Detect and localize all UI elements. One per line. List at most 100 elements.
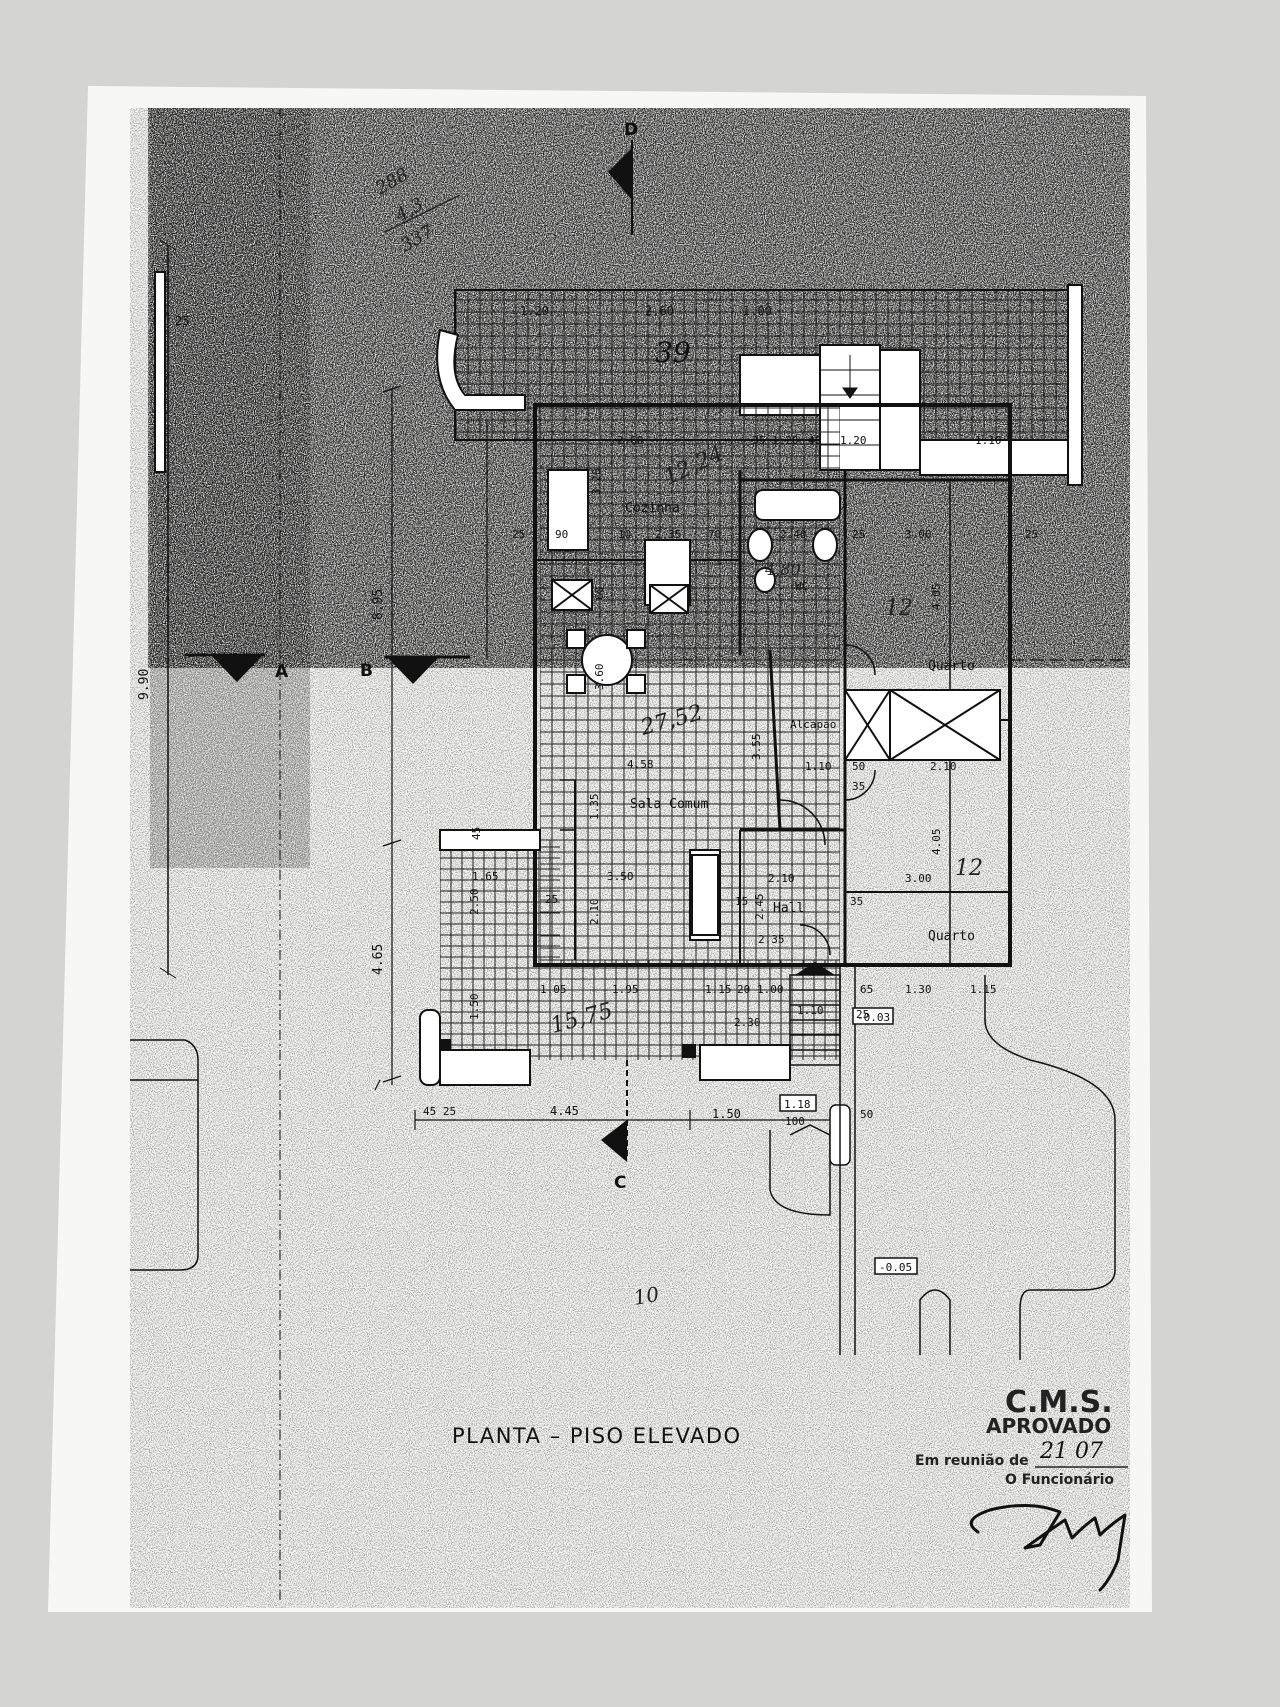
dim-360: 3.60 (593, 664, 606, 691)
dim-100: 1.00 (743, 304, 772, 318)
dim-65: 65 (860, 983, 873, 996)
dim-210: 2.10 (930, 760, 957, 773)
dim-130: 1.30 (905, 983, 932, 996)
dim-4525: 45 25 (423, 1105, 456, 1118)
dim-445: 4.45 (550, 1104, 579, 1118)
dim-120: 1.20 (520, 304, 549, 318)
dim-355: 3.55 (750, 734, 763, 761)
dim-110b: 1.10 (805, 760, 832, 773)
dim-240: 2.40 (780, 528, 807, 541)
room-kitchen: Cozinha (625, 501, 680, 516)
section-marker-a (185, 653, 265, 682)
left-vertical-dimension (154, 110, 281, 1600)
dim-40: 40 (808, 434, 821, 447)
dim-165: 1.65 (472, 870, 499, 883)
dim-50b: 50 (860, 1108, 873, 1121)
entrance-stairs (130, 962, 1116, 1360)
dim-150b: 1.50 (712, 1107, 741, 1121)
dim-245: 2.45 (753, 894, 766, 921)
approval-stamp: C.M.S. APROVADO Em reunião de 21 07 O Fu… (915, 1385, 1128, 1592)
section-label-c: C (614, 1173, 626, 1193)
room-living: Sala Comum (630, 797, 708, 812)
dim-120c: 1.20 (840, 434, 867, 447)
dim-120b: 1.20 (772, 434, 799, 447)
dimension-values: 2.60 35 1.20 40 1.20 1.10 3.20 25 90 10 … (423, 434, 1038, 1128)
dim-10: 10 (618, 528, 631, 541)
hand-bedroom-top-area: 12 (885, 596, 913, 621)
stamp-meeting-date: 21 07 (1039, 1439, 1103, 1464)
dim-35: 35 (752, 434, 765, 447)
dim-115b: 1.15 (970, 983, 997, 996)
room-pantry: Alcapao (790, 718, 836, 731)
room-wc: WC (795, 580, 808, 593)
stamp-meeting-label: Em reunião de (915, 1453, 1029, 1469)
dim-115: 1.15 (705, 983, 732, 996)
room-hall: Hall (773, 901, 804, 916)
dim-25e: 25 (545, 893, 558, 906)
dim-230: 2.30 (734, 1016, 761, 1029)
dim-260: 2.60 (645, 304, 674, 318)
dim-350: 3.50 (607, 870, 634, 883)
dim-135: 1.35 (588, 794, 601, 821)
dim-100b: 1.00 (757, 983, 784, 996)
dim-60: 60 (593, 587, 606, 600)
dining-table (566, 629, 646, 694)
hand-bedroom-bottom-area: 12 (955, 856, 983, 881)
level-markers: -0.03 1.18 -0.05 (779, 1007, 918, 1275)
dim-25b: 25 (512, 528, 525, 541)
dim-25d: 25 (1025, 528, 1038, 541)
room-bedroom-top: Quarto (928, 659, 975, 674)
dim-405: 4.05 (930, 584, 943, 611)
dim-235b: 2.35 (758, 933, 785, 946)
wardrobe-boxes (844, 689, 1001, 761)
dim-320: 3.20 (590, 469, 603, 496)
kitchen-fixtures (547, 469, 691, 614)
stamp-official-label: O Funcionário (1005, 1472, 1114, 1488)
dim-110: 1.10 (975, 434, 1002, 447)
dim-250: 2.50 (468, 889, 481, 916)
dim-45: 45 (470, 827, 483, 840)
dim-990: 9.90 (137, 669, 152, 700)
dim-300: 3.00 (905, 528, 932, 541)
door-swings (560, 644, 876, 956)
dim-235: 2.35 (655, 528, 682, 541)
dim-895: 8.95 (371, 589, 386, 620)
section-label-b: B (360, 661, 373, 681)
dim-210b: 2.10 (588, 899, 601, 926)
section-label-d: D (624, 120, 638, 140)
level-3: -0.05 (879, 1261, 912, 1274)
dim-25c: 25 (852, 528, 865, 541)
terrace-area: 39 (655, 336, 691, 369)
hand-wc-area: 4,80 (764, 560, 801, 579)
room-labels: Cozinha Sala Comum Hall Quarto Quarto WC… (625, 501, 975, 944)
signature (969, 1503, 1127, 1592)
room-bedroom-bottom: Quarto (928, 929, 975, 944)
plan-title: PLANTA – PISO ELEVADO (452, 1424, 742, 1448)
sofa (691, 854, 719, 936)
hand-garden: 10 (632, 1282, 662, 1310)
bathroom-fixtures (747, 489, 841, 593)
dim-90: 90 (555, 528, 568, 541)
stamp-org: C.M.S. (1005, 1385, 1113, 1420)
dim-70: 70 (708, 528, 721, 541)
dim-100c: 100 (785, 1115, 805, 1128)
level-2: 1.18 (784, 1098, 811, 1111)
dim-465: 4.65 (371, 944, 386, 975)
level-1: -0.03 (857, 1011, 890, 1024)
dim-210c: 2.10 (768, 872, 795, 885)
dim-300b: 3.00 (905, 872, 932, 885)
section-label-a: A (275, 662, 289, 682)
dim-195: 1.95 (612, 983, 639, 996)
stamp-status: APROVADO (986, 1414, 1111, 1438)
dim-15: 15 (735, 895, 748, 908)
porch-planters (419, 829, 791, 1086)
section-marker-d (608, 140, 633, 235)
section-marker-c (601, 1060, 628, 1162)
section-marker-b (385, 655, 470, 684)
dim-50: 50 (852, 760, 865, 773)
dim-35b: 35 (852, 780, 865, 793)
dim-458: 4.58 (627, 758, 654, 771)
dim-150: 1.50 (468, 994, 481, 1021)
dim-110c: 1.10 (797, 1004, 824, 1017)
